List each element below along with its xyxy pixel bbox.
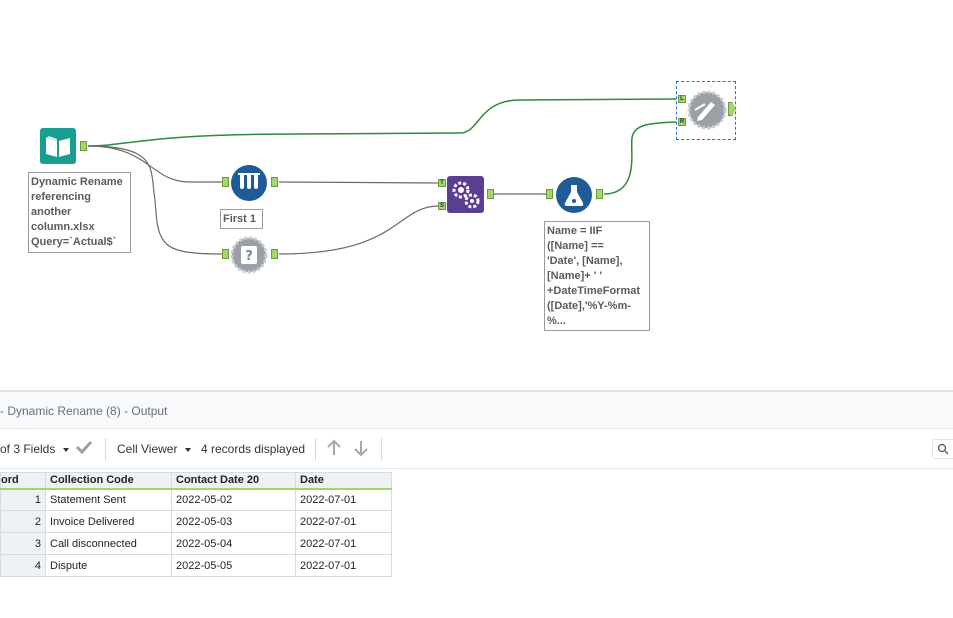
formula-tool-annotation: Name = IIF ([Name] == 'Date', [Name], [N… xyxy=(544,221,650,331)
connector-input-to-sample xyxy=(87,145,222,183)
row-number: 1 xyxy=(0,488,46,511)
column-header-date[interactable]: Date xyxy=(295,472,392,490)
arrow-up-icon xyxy=(327,439,341,455)
cell-date[interactable]: 2022-07-01 xyxy=(295,510,392,533)
toolbar-divider xyxy=(381,438,382,460)
column-header-collection-code[interactable]: Collection Code xyxy=(45,472,172,490)
dynamic-rename-icon xyxy=(687,90,727,130)
cell-collection-code[interactable]: Statement Sent xyxy=(45,488,172,511)
input-tool-annotation: Dynamic Rename referencing another colum… xyxy=(28,172,131,253)
connector-input-to-fieldinfo xyxy=(87,145,223,255)
sample-tool[interactable] xyxy=(222,164,279,202)
cell-contact-date[interactable]: 2022-05-05 xyxy=(171,554,296,577)
table-row[interactable]: 3 Call disconnected 2022-05-04 2022-07-0… xyxy=(0,532,392,555)
fields-selector[interactable]: of 3 Fields xyxy=(0,442,70,456)
connector-input-to-rename-left xyxy=(87,98,677,147)
results-toolbar: of 3 Fields Cell Viewer 4 records displa… xyxy=(0,429,953,469)
cell-collection-code[interactable]: Call disconnected xyxy=(45,532,172,555)
toolbar-divider xyxy=(105,438,106,460)
cell-date[interactable]: 2022-07-01 xyxy=(295,532,392,555)
column-header-contact-date[interactable]: Contact Date 20 xyxy=(171,472,296,490)
connector-sample-to-append xyxy=(278,181,439,184)
chevron-down-icon xyxy=(63,447,70,452)
gears-icon xyxy=(447,176,484,213)
toolbar-divider xyxy=(315,438,316,460)
row-number: 3 xyxy=(0,532,46,555)
checkmark-icon xyxy=(75,440,93,455)
apply-checkmark-button[interactable] xyxy=(75,438,93,459)
row-number: 4 xyxy=(0,554,46,577)
cell-contact-date[interactable]: 2022-05-03 xyxy=(171,510,296,533)
cell-collection-code[interactable]: Dispute xyxy=(45,554,172,577)
book-icon xyxy=(40,128,76,164)
connections-layer xyxy=(87,98,677,255)
workflow-canvas[interactable]: Dynamic Rename referencing another colum… xyxy=(0,0,953,390)
flask-icon xyxy=(556,177,592,213)
formula-tool[interactable] xyxy=(546,176,604,214)
cell-viewer-dropdown[interactable]: Cell Viewer xyxy=(117,442,192,456)
cell-date[interactable]: 2022-07-01 xyxy=(295,488,392,511)
field-info-icon: ? xyxy=(230,236,268,274)
row-number: 2 xyxy=(0,510,46,533)
append-anchor-t[interactable]: T xyxy=(438,179,446,187)
records-displayed: 4 records displayed xyxy=(201,442,306,456)
rename-anchor-r[interactable]: R xyxy=(678,118,686,126)
test-tubes-icon xyxy=(231,165,267,201)
chevron-down-icon xyxy=(185,447,192,452)
search-button[interactable] xyxy=(932,439,953,459)
sample-tool-annotation: First 1 xyxy=(220,209,263,229)
arrow-down-icon xyxy=(354,441,368,457)
cell-date[interactable]: 2022-07-01 xyxy=(295,554,392,577)
dynamic-rename-tool[interactable]: L R xyxy=(676,81,736,140)
results-window: - Dynamic Rename (8) - Output of 3 Field… xyxy=(0,390,953,618)
append-fields-tool[interactable]: T S xyxy=(438,176,494,214)
results-title: - Dynamic Rename (8) - Output xyxy=(0,404,168,418)
search-icon xyxy=(937,443,949,455)
cell-viewer-label: Cell Viewer xyxy=(117,442,178,456)
column-header-record[interactable]: ord xyxy=(0,472,46,490)
results-header: - Dynamic Rename (8) - Output xyxy=(0,392,953,429)
cell-collection-code[interactable]: Invoice Delivered xyxy=(45,510,172,533)
cell-contact-date[interactable]: 2022-05-02 xyxy=(171,488,296,511)
fields-selector-label: of 3 Fields xyxy=(0,442,56,456)
svg-text:?: ? xyxy=(245,249,253,264)
scroll-up-button[interactable] xyxy=(325,439,343,460)
field-info-tool[interactable]: ? xyxy=(222,236,279,274)
scroll-down-button[interactable] xyxy=(352,439,370,460)
connector-formula-to-rename-right xyxy=(603,121,677,195)
table-row[interactable]: 1 Statement Sent 2022-05-02 2022-07-01 xyxy=(0,488,392,511)
append-anchor-s[interactable]: S xyxy=(438,202,446,210)
cell-contact-date[interactable]: 2022-05-04 xyxy=(171,532,296,555)
input-data-tool[interactable] xyxy=(40,128,88,164)
table-row[interactable]: 4 Dispute 2022-05-05 2022-07-01 xyxy=(0,554,392,577)
rename-anchor-l[interactable]: L xyxy=(678,95,686,103)
table-row[interactable]: 2 Invoice Delivered 2022-05-03 2022-07-0… xyxy=(0,510,392,533)
results-grid[interactable]: ord Collection Code Contact Date 20 Date… xyxy=(0,472,392,577)
connector-fieldinfo-to-append xyxy=(278,205,439,255)
